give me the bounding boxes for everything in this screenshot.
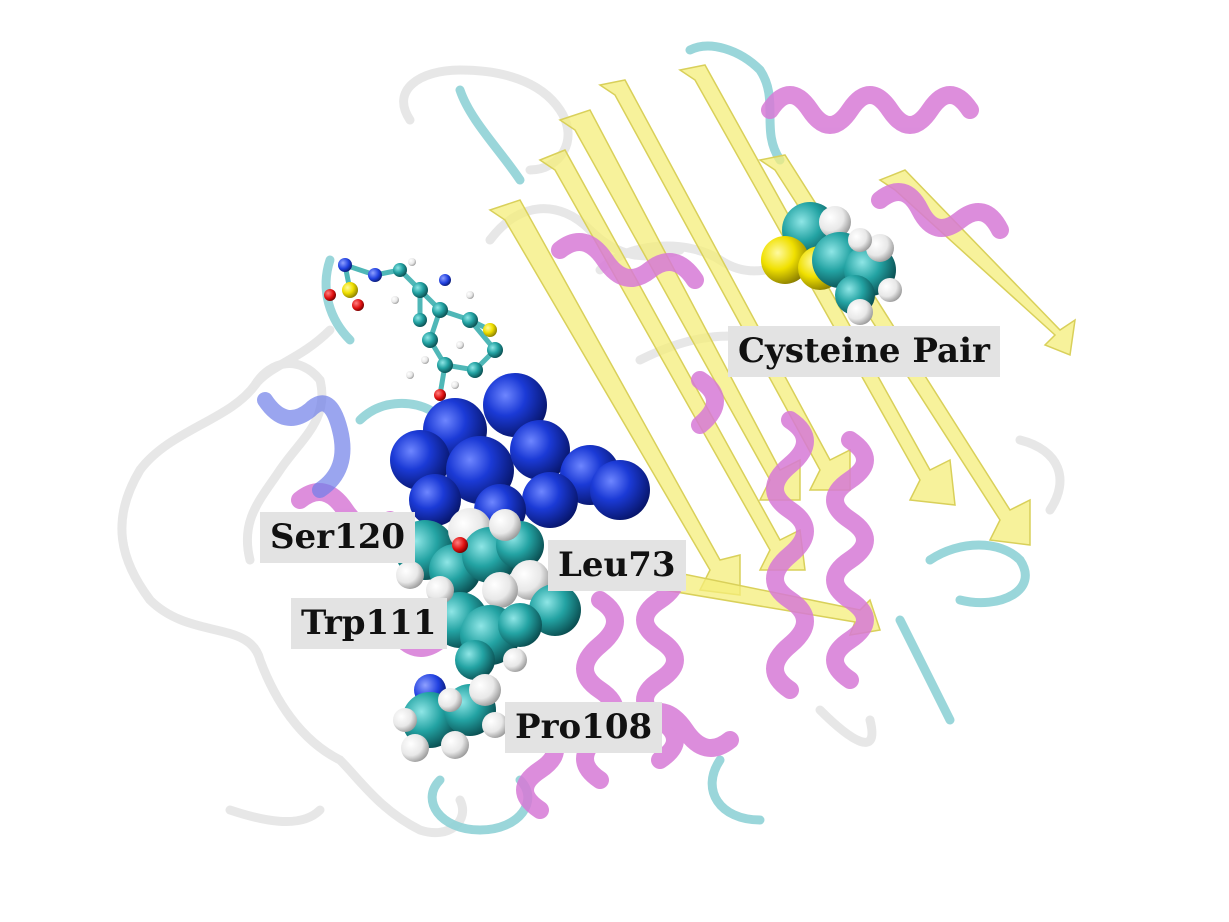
residue-spheres xyxy=(395,508,581,680)
label-pro108: Pro108 xyxy=(505,702,663,753)
label-ser120: Ser120 xyxy=(260,512,416,563)
label-trp111: Trp111 xyxy=(291,598,447,649)
label-leu73: Leu73 xyxy=(548,540,686,591)
ligand-ball-and-stick xyxy=(324,258,504,401)
blue-helix xyxy=(257,392,351,498)
cysteine-pair-spheres xyxy=(761,202,902,325)
pro108-spheres xyxy=(393,674,508,762)
loop-cyan xyxy=(321,41,1030,835)
label-cysteine-pair: Cysteine Pair xyxy=(728,326,1000,377)
